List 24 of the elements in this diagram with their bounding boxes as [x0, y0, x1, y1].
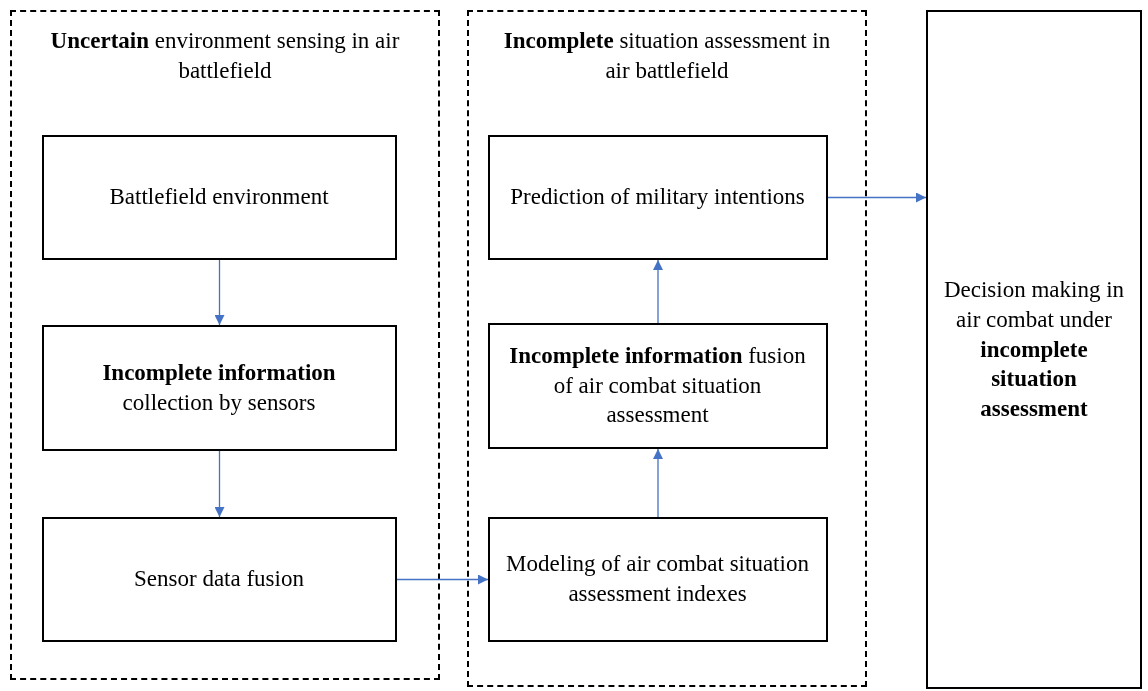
- process-box: [41, 134, 397, 260]
- box-label: Sensor data fusion: [133, 565, 305, 594]
- box-label: Modeling of air combat situation assessment indexes: [505, 550, 810, 608]
- arrow: [653, 448, 663, 518]
- box-label: Decision making in air combat under incomplete situation assessment: [942, 275, 1126, 424]
- box-label: Incomplete information collection by sensors: [101, 358, 337, 417]
- arrow: [653, 259, 663, 324]
- box-label: Battlefield environment: [108, 183, 330, 212]
- arrow: [827, 192, 927, 203]
- box-label: Prediction of military intentions: [509, 183, 806, 212]
- arrow: [214, 259, 225, 326]
- process-box: [41, 516, 397, 642]
- dashed-group-box: [10, 10, 440, 680]
- process-box: [487, 322, 828, 449]
- group-heading: Incomplete situation assessment in air battlefield: [502, 27, 832, 85]
- box-label: Incomplete information fusion of air combat situation assessment: [508, 341, 807, 430]
- process-box: [487, 516, 828, 642]
- process-box: [41, 324, 397, 451]
- arrow: [396, 574, 489, 585]
- arrow: [214, 450, 225, 518]
- group-heading: Uncertain environment sensing in air battlefield: [49, 27, 401, 85]
- dashed-group-box: [467, 10, 867, 687]
- process-box: [487, 134, 828, 260]
- process-box: [926, 10, 1142, 689]
